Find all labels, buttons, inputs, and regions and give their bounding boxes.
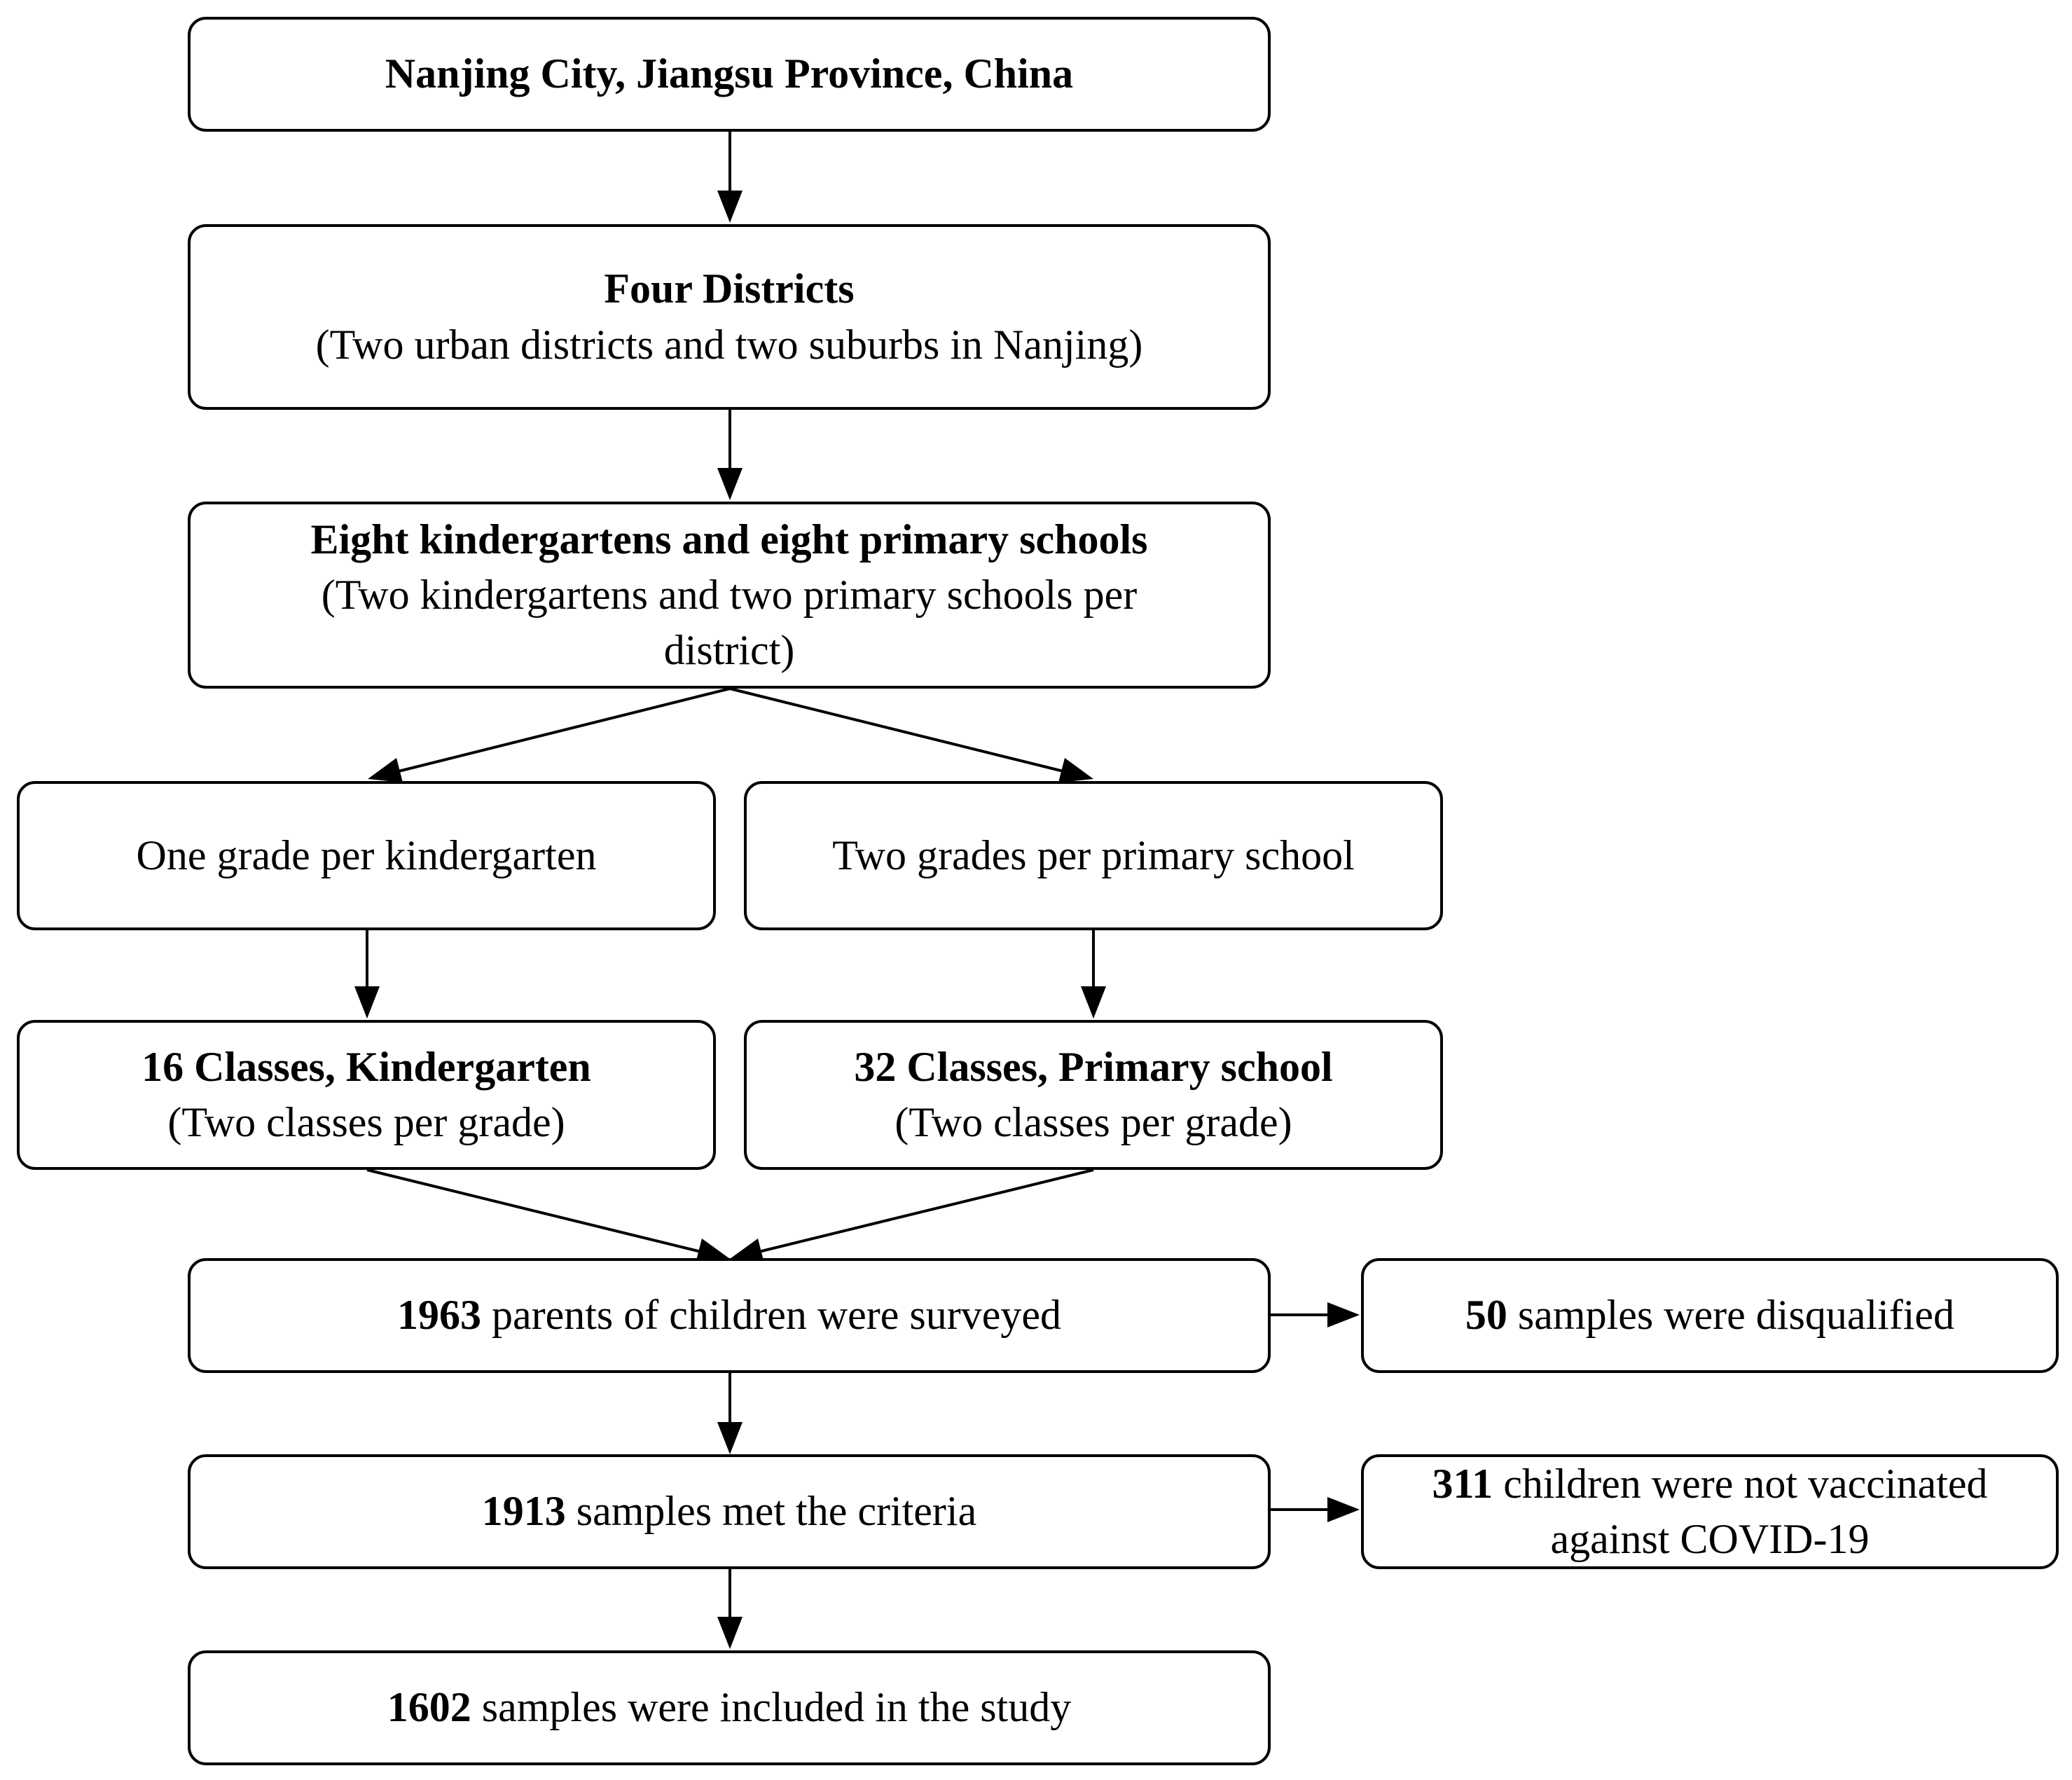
arrowhead xyxy=(1327,1302,1360,1327)
not-vaccinated-count: 311 xyxy=(1432,1460,1493,1507)
box-primary-classes-title: 32 Classes, Primary school xyxy=(854,1043,1333,1090)
disqualified-label: samples were disqualified xyxy=(1507,1292,1955,1339)
arrow-schools-to-kg-grade xyxy=(395,687,731,773)
box-disqualified-text: 50 samples were disqualified xyxy=(1465,1288,1954,1343)
arrowhead xyxy=(368,758,403,782)
box-primary-grade-text: Two grades per primary school xyxy=(832,832,1355,878)
box-nanjing-city-title: Nanjing City, Jiangsu Province, China xyxy=(385,50,1074,97)
box-kindergarten-grade: One grade per kindergarten xyxy=(17,781,716,930)
box-primary-grade: Two grades per primary school xyxy=(744,781,1443,930)
box-disqualified: 50 samples were disqualified xyxy=(1361,1258,2059,1373)
box-kindergarten-classes: 16 Classes, Kindergarten (Two classes pe… xyxy=(17,1020,716,1170)
arrowhead xyxy=(1081,986,1106,1019)
box-included: 1602 samples were included in the study xyxy=(188,1650,1271,1765)
box-nanjing-city: Nanjing City, Jiangsu Province, China xyxy=(188,17,1271,132)
box-four-districts-subtitle: (Two urban districts and two suburbs in … xyxy=(315,321,1143,368)
box-met-criteria: 1913 samples met the criteria xyxy=(188,1454,1271,1569)
box-schools-subtitle: (Two kindergartens and two primary schoo… xyxy=(321,571,1138,674)
arrow-ps-classes-to-surveyed xyxy=(755,1168,1094,1254)
arrowhead xyxy=(354,986,380,1019)
box-included-text: 1602 samples were included in the study xyxy=(387,1680,1071,1735)
arrowhead xyxy=(717,1422,743,1454)
arrowhead xyxy=(717,191,743,223)
met-count: 1913 xyxy=(481,1488,566,1535)
included-label: samples were included in the study xyxy=(471,1684,1072,1731)
box-met-criteria-text: 1913 samples met the criteria xyxy=(482,1484,976,1539)
arrow-schools-to-ps-grade xyxy=(729,687,1067,773)
arrowhead xyxy=(696,1239,730,1263)
surveyed-label: parents of children were surveyed xyxy=(481,1292,1061,1339)
box-four-districts-title: Four Districts xyxy=(604,265,855,312)
arrowhead xyxy=(730,1239,764,1263)
box-not-vaccinated-text: 311 children were not vaccinated against… xyxy=(1392,1456,2028,1567)
box-surveyed-text: 1963 parents of children were surveyed xyxy=(397,1288,1061,1343)
included-count: 1602 xyxy=(387,1684,471,1731)
arrowhead xyxy=(1327,1497,1360,1522)
box-primary-classes-subtitle: (Two classes per grade) xyxy=(895,1099,1292,1145)
box-primary-classes: 32 Classes, Primary school (Two classes … xyxy=(744,1020,1443,1170)
box-kindergarten-classes-subtitle: (Two classes per grade) xyxy=(167,1099,565,1145)
disqualified-count: 50 xyxy=(1465,1292,1507,1339)
surveyed-count: 1963 xyxy=(397,1292,481,1339)
box-four-districts: Four Districts (Two urban districts and … xyxy=(188,224,1271,410)
arrowhead xyxy=(1058,758,1093,782)
box-not-vaccinated: 311 children were not vaccinated against… xyxy=(1361,1454,2059,1569)
not-vaccinated-label: children were not vaccinated against COV… xyxy=(1493,1460,1988,1562)
arrowhead xyxy=(717,468,743,500)
arrowhead xyxy=(717,1617,743,1649)
box-surveyed: 1963 parents of children were surveyed xyxy=(188,1258,1271,1373)
box-schools-title: Eight kindergartens and eight primary sc… xyxy=(310,516,1148,563)
box-schools: Eight kindergartens and eight primary sc… xyxy=(188,502,1271,689)
arrow-kg-classes-to-surveyed xyxy=(366,1168,705,1254)
box-kindergarten-grade-text: One grade per kindergarten xyxy=(136,832,597,878)
met-label: samples met the criteria xyxy=(565,1488,977,1535)
box-kindergarten-classes-title: 16 Classes, Kindergarten xyxy=(141,1043,591,1090)
